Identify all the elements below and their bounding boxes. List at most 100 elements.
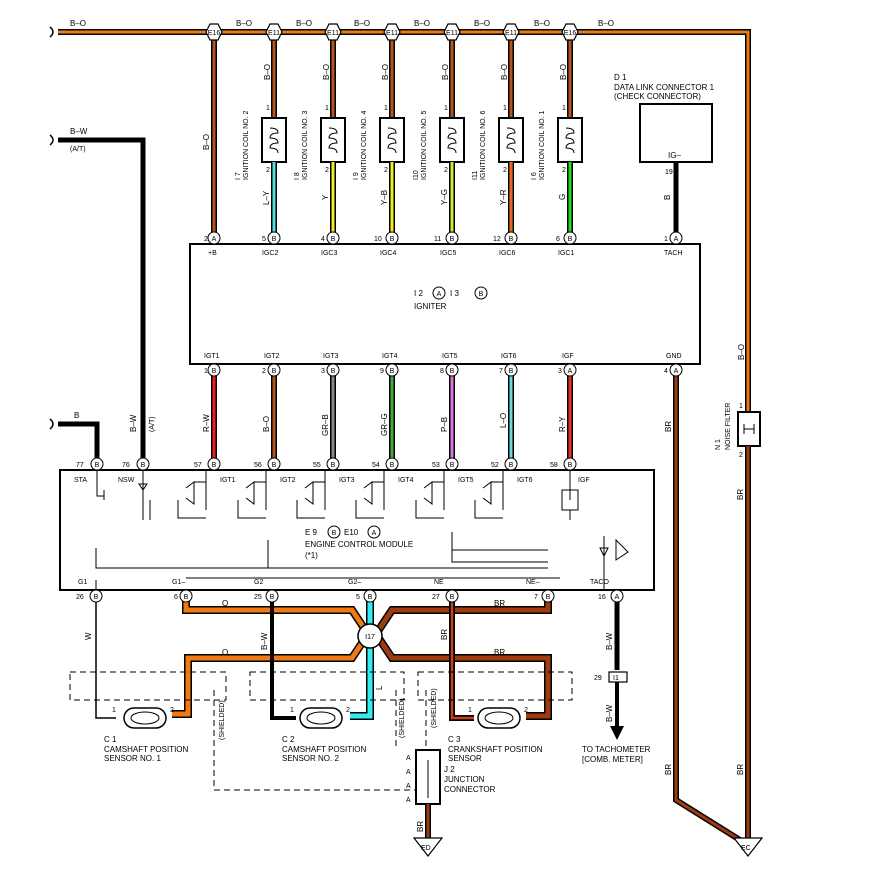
coil2-name: IGNITION COIL NO. 2 <box>243 111 250 180</box>
ecm-note: (*1) <box>305 551 318 560</box>
coil2-wire-label: L–Y <box>262 190 271 205</box>
sensor1-pin1: 1 <box>112 707 116 714</box>
coil-column-3: E11 B–O 1 2 Y IGNITION COIL NO. 3 I 8 <box>294 23 346 238</box>
connector-i1-label: I1 <box>613 675 619 682</box>
ecm-pin-igt3: IGT3 <box>339 477 355 484</box>
igniter-pin-conn: B <box>212 368 217 375</box>
sensor1-line2: SENSOR NO. 1 <box>104 754 161 763</box>
connector-e11-4-label: E11 <box>446 30 458 37</box>
coil-icon <box>447 127 457 154</box>
shield-outline-3 <box>417 671 573 701</box>
ecm-pin-g1: G1 <box>78 579 87 586</box>
coil3-pin2: 2 <box>325 167 329 174</box>
coil1-name: IGNITION COIL NO. 1 <box>539 111 546 180</box>
sensor3-pin2: 2 <box>524 707 528 714</box>
bus-label-7: B–O <box>534 19 550 28</box>
ecm-pin-ne: NE <box>434 579 444 586</box>
j2-ref: J 2 <box>444 765 455 774</box>
sensor3-ref: C 3 <box>448 735 461 744</box>
ecm-pin-igt4: IGT4 <box>398 477 414 484</box>
connector-e11-5-label: E11 <box>505 30 517 37</box>
coil2-supply-label: B–O <box>263 64 272 80</box>
ecm-conn-a: B <box>332 530 337 537</box>
shielded-label-1: (SHIELDED) <box>219 700 226 740</box>
left-wires: B–W (A/T) B–W (A/T) B <box>49 127 156 460</box>
ecm-pin-g2-minus: G2– <box>348 579 361 586</box>
ignition-coil-1 <box>557 117 583 163</box>
coil6-pin1: 1 <box>503 105 507 112</box>
igniter-pin-igt6: IGT6 <box>501 353 517 360</box>
igniter-pin-conn: B <box>568 236 573 243</box>
igniter-pin-conn: A <box>212 236 217 243</box>
bus-label-4: B–O <box>354 19 370 28</box>
coil6-supply-label: B–O <box>500 64 509 80</box>
igniter-pin-conn: B <box>390 368 395 375</box>
igniter-box <box>189 243 701 365</box>
igt6-wire-label: L–O <box>499 413 508 428</box>
igniter-pin-igc6: IGC6 <box>499 250 515 257</box>
coil-icon <box>269 127 279 154</box>
connector-i17-label: I17 <box>365 634 375 641</box>
noise-filter-wire-bottom: BR <box>736 489 745 500</box>
top-bus-label: B–O <box>70 19 86 28</box>
igniter-pin-num: 9 <box>380 368 384 375</box>
ecm-pin-conn: B <box>331 462 336 469</box>
ecm-pin-conn: B <box>272 462 277 469</box>
coil2-ref: I 7 <box>235 172 242 180</box>
dlc-line2: (CHECK CONNECTOR) <box>614 92 701 101</box>
noise-filter-ref: N 1 <box>715 439 722 450</box>
camshaft-sensor-2 <box>299 707 343 729</box>
g2-wire-label: B–W <box>260 632 269 650</box>
coil5-pin1: 1 <box>444 105 448 112</box>
ecm-pin-num: 56 <box>254 462 262 469</box>
connector-e11-3 <box>383 23 401 41</box>
igniter-pin-num: 7 <box>499 368 503 375</box>
igniter-pin-num: 1 <box>664 236 668 243</box>
bus-label-8: B–O <box>598 19 614 28</box>
cyan-wire-label: L <box>375 685 384 690</box>
shielded-label-2: (SHIELDED) <box>399 698 406 738</box>
bus-label-6: B–O <box>474 19 490 28</box>
sensor-coil-icon <box>484 711 514 725</box>
sensor-wiring: O O BR BR L I17 W B–W BR 26 B 6 B 25 B 5… <box>69 589 651 857</box>
brown-wire-label-1: BR <box>494 599 505 608</box>
coil6-ref: I11 <box>472 171 479 180</box>
coil6-name: IGNITION COIL NO. 6 <box>480 111 487 180</box>
igt5-wire-label: P–B <box>440 417 449 432</box>
data-link-connector: D 1 DATA LINK CONNECTOR 1 (CHECK CONNECT… <box>614 73 715 238</box>
igniter-pin-conn: B <box>331 236 336 243</box>
coil-column-5: E11 B–O 1 2 Y–G IGNITION COIL NO. 5 I10 <box>413 23 465 238</box>
coil6-pin2: 2 <box>503 167 507 174</box>
arrow-down-icon <box>610 726 624 740</box>
igniter-name: IGNITER <box>414 302 447 311</box>
ground-ec-icon <box>732 837 764 857</box>
gnd-pin-num: 4 <box>664 368 668 375</box>
shield-drain-lines <box>213 690 427 791</box>
bus-label-2: B–O <box>236 19 252 28</box>
ecm-pin-conn: B <box>546 594 551 601</box>
ignition-coil-4 <box>379 117 405 163</box>
igniter-pin-num: 12 <box>493 236 501 243</box>
coil5-name: IGNITION COIL NO. 5 <box>421 111 428 180</box>
shield-outline-2 <box>249 671 405 701</box>
dlc-line1: DATA LINK CONNECTOR 1 <box>614 83 715 92</box>
coil1-supply-label: B–O <box>559 64 568 80</box>
ecm-pin-num: 57 <box>194 462 202 469</box>
sensor1-pin2: 2 <box>170 707 174 714</box>
ignition-coil-2 <box>261 117 287 163</box>
igniter-pin-num: 1 <box>204 368 208 375</box>
connector-e16-right <box>561 23 579 41</box>
igniter-pin-conn: B <box>390 236 395 243</box>
coil6-wire-label: Y–R <box>499 189 508 205</box>
igniter-pin-num: 3 <box>321 368 325 375</box>
coil2-pin2: 2 <box>266 167 270 174</box>
noise-filter-pin1: 1 <box>739 403 743 410</box>
connector-e11-1 <box>265 23 283 41</box>
coil-icon <box>328 127 338 154</box>
tach-line1: TO TACHOMETER <box>582 745 651 754</box>
igniter-pin-conn: B <box>331 368 336 375</box>
ecm-pin-num: 58 <box>550 462 558 469</box>
sensor3-pin1: 1 <box>468 707 472 714</box>
ecm-pin-conn: B <box>270 594 275 601</box>
